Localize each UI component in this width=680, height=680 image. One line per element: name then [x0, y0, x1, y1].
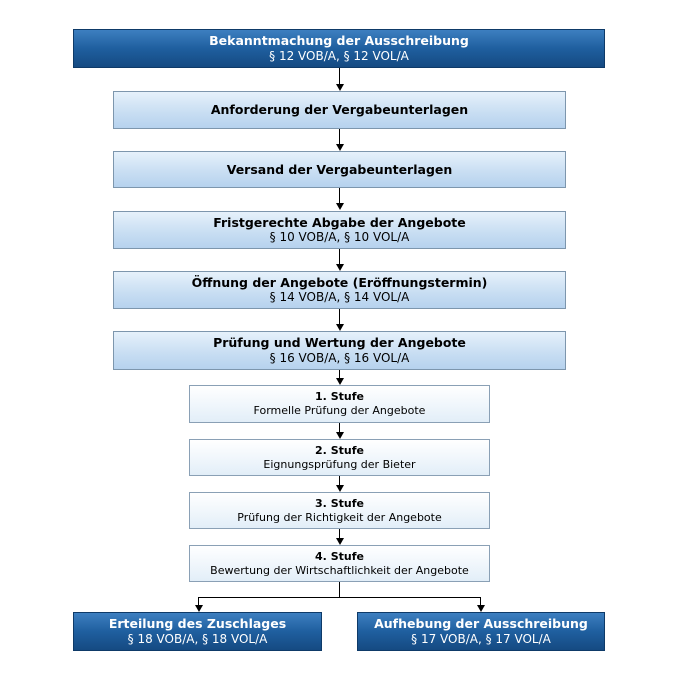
step-subtitle: § 16 VOB/A, § 16 VOL/A	[269, 350, 410, 365]
connector-line	[339, 309, 340, 326]
connector-arrow	[335, 378, 344, 385]
connector-arrow	[335, 144, 344, 151]
stage-subtitle: Bewertung der Wirtschaftlichkeit der Ang…	[210, 563, 469, 577]
outcome-aufhebung: Aufhebung der Ausschreibung § 17 VOB/A, …	[357, 612, 605, 651]
connector-line	[339, 68, 340, 86]
connector-line	[339, 529, 340, 539]
step-title: Fristgerechte Abgabe der Angebote	[213, 214, 466, 230]
step-title: Versand der Vergabeunterlagen	[226, 161, 453, 177]
connector-arrow	[335, 538, 344, 545]
outcome-zuschlag: Erteilung des Zuschlages § 18 VOB/A, § 1…	[73, 612, 322, 651]
step-anforderung: Anforderung der Vergabeunterlagen	[113, 91, 566, 129]
step-oeffnung: Öffnung der Angebote (Eröffnungstermin) …	[113, 271, 566, 309]
step-subtitle: § 14 VOB/A, § 14 VOL/A	[269, 290, 410, 305]
connector-line	[339, 423, 340, 433]
stage-4: 4. Stufe Bewertung der Wirtschaftlichkei…	[189, 545, 490, 582]
stage-subtitle: Prüfung der Richtigkeit der Angebote	[237, 510, 442, 524]
branch-line	[198, 597, 481, 598]
step-title: Anforderung der Vergabeunterlagen	[210, 102, 469, 118]
connector-arrow	[335, 264, 344, 271]
step-subtitle: § 10 VOB/A, § 10 VOL/A	[269, 230, 410, 245]
step-title: Prüfung und Wertung der Angebote	[213, 335, 466, 351]
step-bekanntmachung: Bekanntmachung der Ausschreibung § 12 VO…	[73, 29, 605, 68]
stage-1: 1. Stufe Formelle Prüfung der Angebote	[189, 385, 490, 423]
connector-line	[339, 476, 340, 486]
connector-arrow	[335, 84, 344, 91]
stage-3: 3. Stufe Prüfung der Richtigkeit der Ang…	[189, 492, 490, 529]
step-title: Öffnung der Angebote (Eröffnungstermin)	[191, 274, 488, 290]
stage-subtitle: Eignungsprüfung der Bieter	[263, 457, 416, 471]
connector-arrow	[476, 605, 485, 612]
connector-arrow	[194, 605, 203, 612]
stage-title: 4. Stufe	[315, 549, 364, 563]
stage-title: 1. Stufe	[315, 390, 364, 404]
connector-line	[339, 370, 340, 379]
outcome-subtitle: § 18 VOB/A, § 18 VOL/A	[127, 631, 268, 646]
connector-line	[339, 249, 340, 266]
step-title: Bekanntmachung der Ausschreibung	[209, 33, 469, 49]
step-subtitle: § 12 VOB/A, § 12 VOL/A	[269, 48, 409, 63]
step-versand: Versand der Vergabeunterlagen	[113, 151, 566, 188]
connector-arrow	[335, 203, 344, 210]
stage-2: 2. Stufe Eignungsprüfung der Bieter	[189, 439, 490, 476]
outcome-title: Aufhebung der Ausschreibung	[374, 616, 588, 632]
connector-arrow	[335, 432, 344, 439]
connector-line	[480, 597, 481, 606]
connector-line	[198, 597, 199, 606]
connector-line	[339, 582, 340, 598]
step-pruefung: Prüfung und Wertung der Angebote § 16 VO…	[113, 331, 566, 370]
connector-arrow	[335, 485, 344, 492]
connector-line	[339, 129, 340, 146]
step-abgabe: Fristgerechte Abgabe der Angebote § 10 V…	[113, 211, 566, 249]
connector-line	[339, 188, 340, 205]
stage-title: 3. Stufe	[315, 496, 364, 510]
outcome-title: Erteilung des Zuschlages	[108, 616, 287, 632]
connector-arrow	[335, 324, 344, 331]
stage-subtitle: Formelle Prüfung der Angebote	[253, 404, 426, 417]
stage-title: 2. Stufe	[315, 443, 364, 457]
outcome-subtitle: § 17 VOB/A, § 17 VOL/A	[411, 631, 551, 646]
